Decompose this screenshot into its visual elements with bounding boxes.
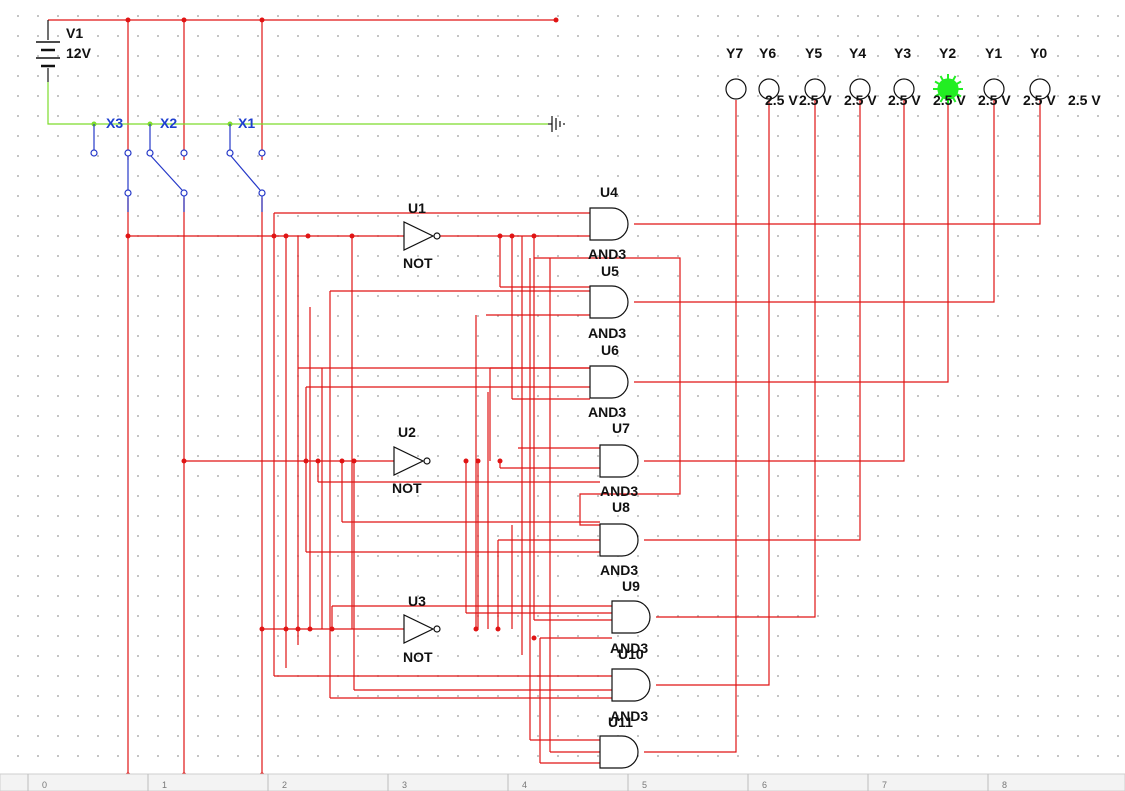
ruler-label: 7 [882,780,887,790]
inverter-u3-name: U3 [408,593,426,609]
ruler-label: 0 [42,780,47,790]
gate-u6-type: AND3 [588,404,626,420]
ground-icon [548,116,565,132]
probe-y2-icon[interactable] [937,78,959,100]
inverter-u1[interactable] [403,221,441,251]
inverter-u1-name: U1 [408,200,426,216]
gate-u7-name: U7 [612,420,630,436]
ruler-label: 4 [522,780,527,790]
inverter-u2-name: U2 [398,424,416,440]
gate-u5-name: U5 [601,263,619,279]
source-value: 12V [66,45,92,61]
bottom-ruler: 0 1 2 3 4 5 6 7 8 [0,773,1125,791]
extra-voltage-readout: 2.5 V [1068,92,1101,108]
probe-y2-label: Y2 [939,45,956,61]
switch-x2[interactable] [146,124,188,212]
ruler-label: 6 [762,780,767,790]
gate-u9-type: AND3 [610,640,648,656]
probe-y1-voltage: 2.5 V [978,92,1011,108]
junction-dots [125,17,559,778]
gate-u9-name: U9 [622,578,640,594]
probe-y5-voltage: 2.5 V [799,92,832,108]
inverter-u2-type: NOT [392,480,422,496]
probe-y4-voltage: 2.5 V [844,92,877,108]
wires [48,19,1041,775]
gate-u4-type: AND3 [588,246,626,262]
gate-u4-name: U4 [600,184,618,200]
probe-y6-voltage: 2.5 V [765,92,798,108]
probe-y2-voltage: 2.5 V [933,92,966,108]
switch-x2-label: X2 [160,115,177,131]
inverter-u3-type: NOT [403,649,433,665]
probe-y3-icon[interactable] [893,78,915,100]
and-gate-u6[interactable] [589,365,629,399]
gate-u10-type: AND3 [610,708,648,724]
inverter-u1-type: NOT [403,255,433,271]
probe-y7-label: Y7 [726,45,743,61]
probe-y6-label: Y6 [759,45,776,61]
source-name: V1 [66,25,83,41]
probe-y4-icon[interactable] [849,78,871,100]
probe-y7-icon[interactable] [725,78,747,100]
probe-y1-icon[interactable] [983,78,1005,100]
voltage-source-v1[interactable] [36,20,60,82]
gate-u8-type: AND3 [600,562,638,578]
probe-y3-voltage: 2.5 V [888,92,921,108]
probe-y6-icon[interactable] [758,78,780,100]
gate-u11-name: U11 [608,714,633,730]
gate-u5-type: AND3 [588,325,626,341]
ruler-label: 5 [642,780,647,790]
switch-x1[interactable] [226,124,266,212]
probe-y0-voltage: 2.5 V [1023,92,1056,108]
gate-u8-name: U8 [612,499,630,515]
and-gate-u10[interactable] [611,668,651,702]
and-gate-u4[interactable] [589,207,629,241]
probe-y0-label: Y0 [1030,45,1047,61]
probe-y0-icon[interactable] [1029,78,1051,100]
probe-y5-icon[interactable] [804,78,826,100]
and-gate-u7[interactable] [599,444,639,478]
and-gate-u5[interactable] [589,285,629,319]
probe-y1-label: Y1 [985,45,1002,61]
and-gate-u8[interactable] [599,523,639,557]
probe-y5-label: Y5 [805,45,822,61]
gate-u7-type: AND3 [600,483,638,499]
ruler-label: 2 [282,780,287,790]
gate-u6-name: U6 [601,342,619,358]
and-gate-u9[interactable] [611,600,651,634]
probe-labels: Y7 Y6 Y5 Y4 Y3 Y2 Y1 Y0 2.5 V 2.5 V 2.5 … [726,45,1101,108]
ruler-label: 8 [1002,780,1007,790]
switch-x1-label: X1 [238,115,255,131]
switch-x3[interactable] [90,124,132,212]
output-probes [725,74,1051,104]
inverter-u2[interactable] [393,446,431,476]
switch-x3-label: X3 [106,115,123,131]
probe-y4-label: Y4 [849,45,866,61]
probe-y3-label: Y3 [894,45,911,61]
and-gate-u11[interactable] [599,735,639,769]
and3-gates [589,207,651,769]
ruler-label: 3 [402,780,407,790]
ground-wire [47,82,548,125]
inverter-u3[interactable] [403,614,441,644]
ruler-label: 1 [162,780,167,790]
gate-u10-name: U10 [618,646,644,662]
